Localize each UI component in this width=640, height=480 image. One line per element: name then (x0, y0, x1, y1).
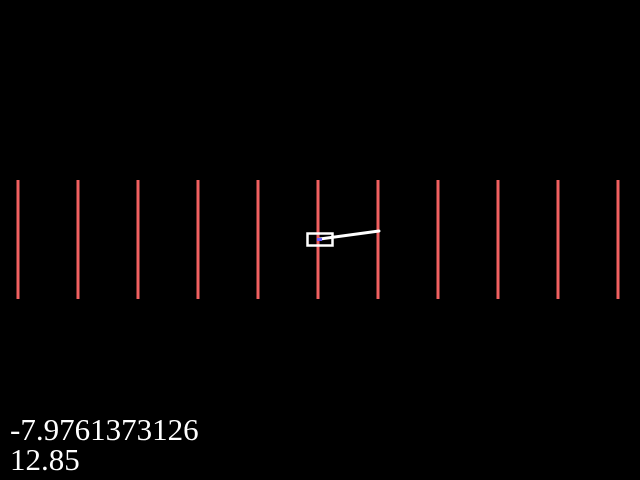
cart (306, 232, 334, 247)
readout-value-2: 12.85 (10, 442, 80, 477)
readout-value-1: -7.9761373126 (10, 412, 199, 447)
cart-pole (306, 229, 381, 247)
cart-marker (317, 238, 322, 241)
pole (318, 229, 381, 241)
